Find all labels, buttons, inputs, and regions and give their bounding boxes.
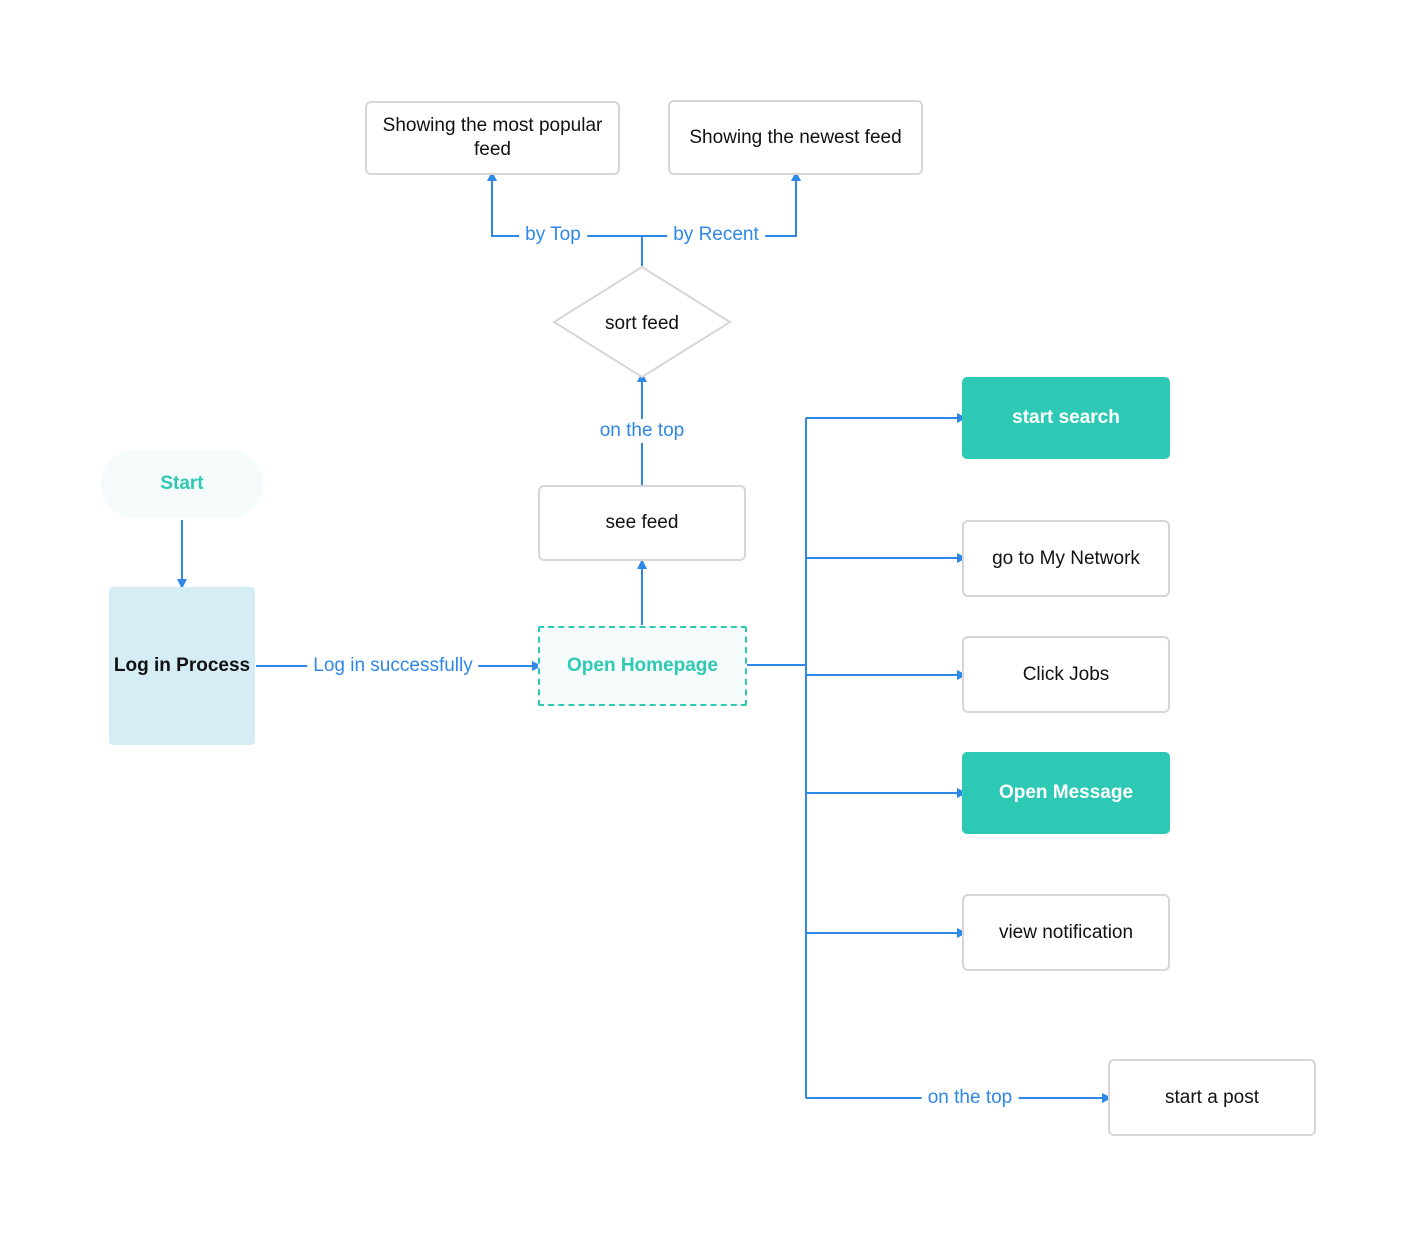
edge-label-by-recent: by Recent — [667, 223, 765, 247]
open-homepage-node: Open Homepage — [538, 626, 747, 706]
open-homepage-label: Open Homepage — [567, 655, 718, 676]
newest-feed-label: Showing the newest feed — [689, 126, 902, 148]
login-process-label: Log in Process — [113, 655, 251, 676]
login-process-node: Log in Process — [109, 587, 255, 745]
see-feed-label: see feed — [605, 512, 679, 533]
view-notification-node: view notification — [962, 894, 1170, 971]
start-node: Start — [101, 450, 263, 518]
start-label: Start — [160, 473, 204, 494]
most-popular-feed-node: Showing the most popular feed — [365, 101, 620, 175]
click-jobs-node: Click Jobs — [962, 636, 1170, 713]
edge-label-on-top-feed: on the top — [593, 419, 691, 443]
sort-feed-label: sort feed — [605, 313, 679, 334]
edge-by-top — [487, 171, 642, 237]
open-message-node: Open Message — [962, 752, 1170, 834]
sort-feed-diamond — [552, 265, 732, 379]
start-post-node: start a post — [1108, 1059, 1316, 1136]
newest-feed-node: Showing the newest feed — [668, 100, 923, 175]
my-network-node: go to My Network — [962, 520, 1170, 597]
edge-label-on-top-post: on the top — [921, 1086, 1019, 1110]
click-jobs-label: Click Jobs — [1022, 663, 1110, 685]
my-network-label: go to My Network — [992, 547, 1140, 569]
edge-label-by-top: by Top — [519, 223, 587, 247]
start-search-node: start search — [962, 377, 1170, 459]
start-post-label: start a post — [1165, 1086, 1259, 1108]
view-notification-label: view notification — [998, 921, 1134, 943]
start-search-label: start search — [1012, 407, 1120, 428]
most-popular-feed-label: Showing the most popular feed — [382, 115, 603, 160]
see-feed-node: see feed — [538, 485, 746, 561]
open-message-label: Open Message — [998, 782, 1134, 803]
edge-label-login-success: Log in successfully — [307, 654, 479, 678]
